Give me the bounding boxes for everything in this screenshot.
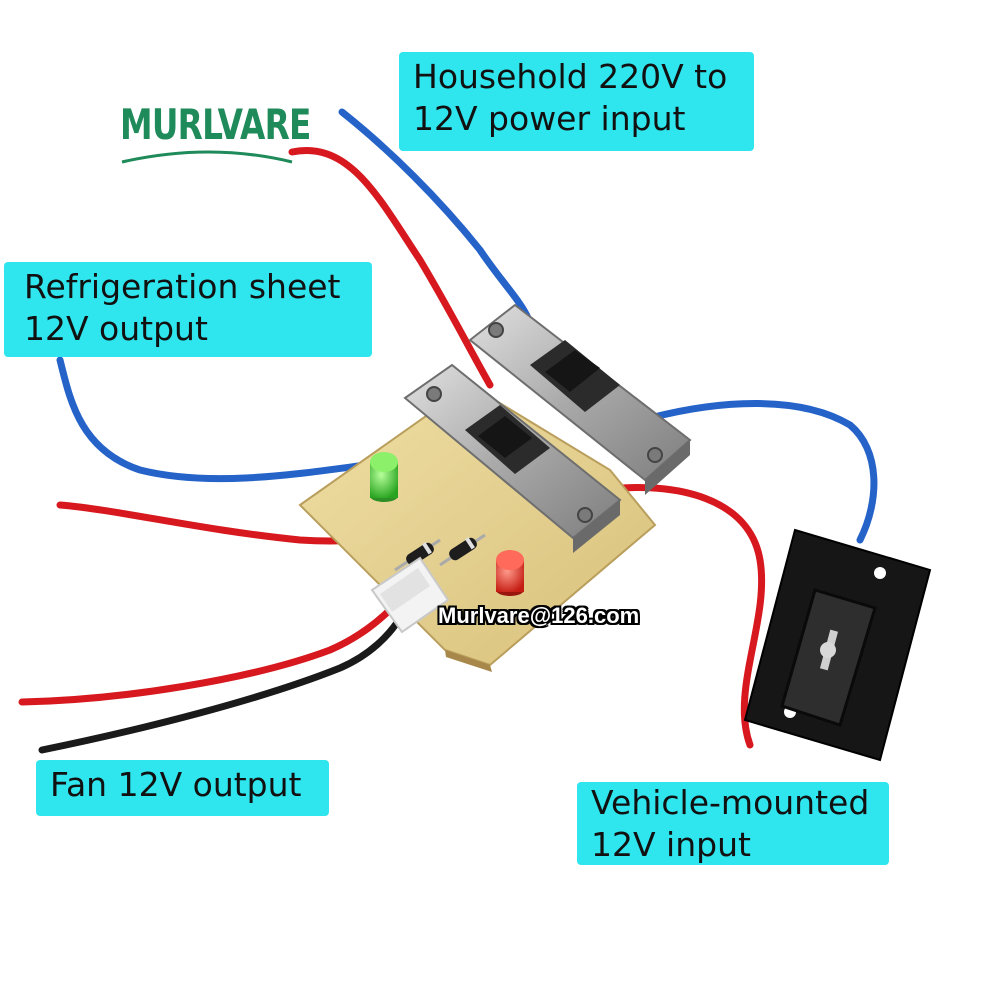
murlvare-logo: MURLVARE — [120, 98, 311, 168]
red-wire-vehicle — [596, 484, 766, 749]
red-wire-fan — [18, 601, 399, 706]
logo-swoosh — [121, 150, 293, 164]
label-household-line2: 12V power input — [413, 99, 686, 138]
label-vehicle-input: Vehicle-mounted 12V input — [577, 782, 889, 865]
red-wire-household — [288, 147, 494, 389]
label-household-line1: Household 220V to — [413, 57, 728, 96]
diode-2 — [439, 533, 486, 567]
diode-1 — [394, 538, 441, 572]
black-wire-fan — [38, 611, 406, 754]
slide-switch-2 — [403, 363, 622, 553]
label-fan-output: Fan 12V output — [36, 760, 329, 816]
red-led — [496, 550, 524, 596]
label-refrig-line1: Refrigeration sheet — [24, 267, 341, 306]
pcb-board-edge — [445, 650, 492, 672]
white-connector — [370, 556, 450, 634]
label-vehicle-line2: 12V input — [591, 825, 751, 864]
label-vehicle-line1: Vehicle-mounted — [591, 783, 870, 822]
blue-wire-household — [338, 108, 532, 322]
slide-switch-1 — [468, 303, 692, 495]
label-refrig-line2: 12V output — [24, 309, 208, 348]
label-refrigeration-output: Refrigeration sheet 12V output — [4, 262, 372, 357]
label-fan-text: Fan 12V output — [50, 765, 302, 804]
logo-text: MURLVARE — [120, 100, 311, 149]
blue-wire-refrigeration — [56, 356, 394, 483]
vehicle-socket — [743, 528, 932, 762]
green-led — [370, 452, 398, 502]
email-watermark: Murlvare@126.com — [438, 603, 640, 628]
label-household-input: Household 220V to 12V power input — [399, 52, 754, 151]
blue-wire-vehicle — [646, 400, 878, 544]
